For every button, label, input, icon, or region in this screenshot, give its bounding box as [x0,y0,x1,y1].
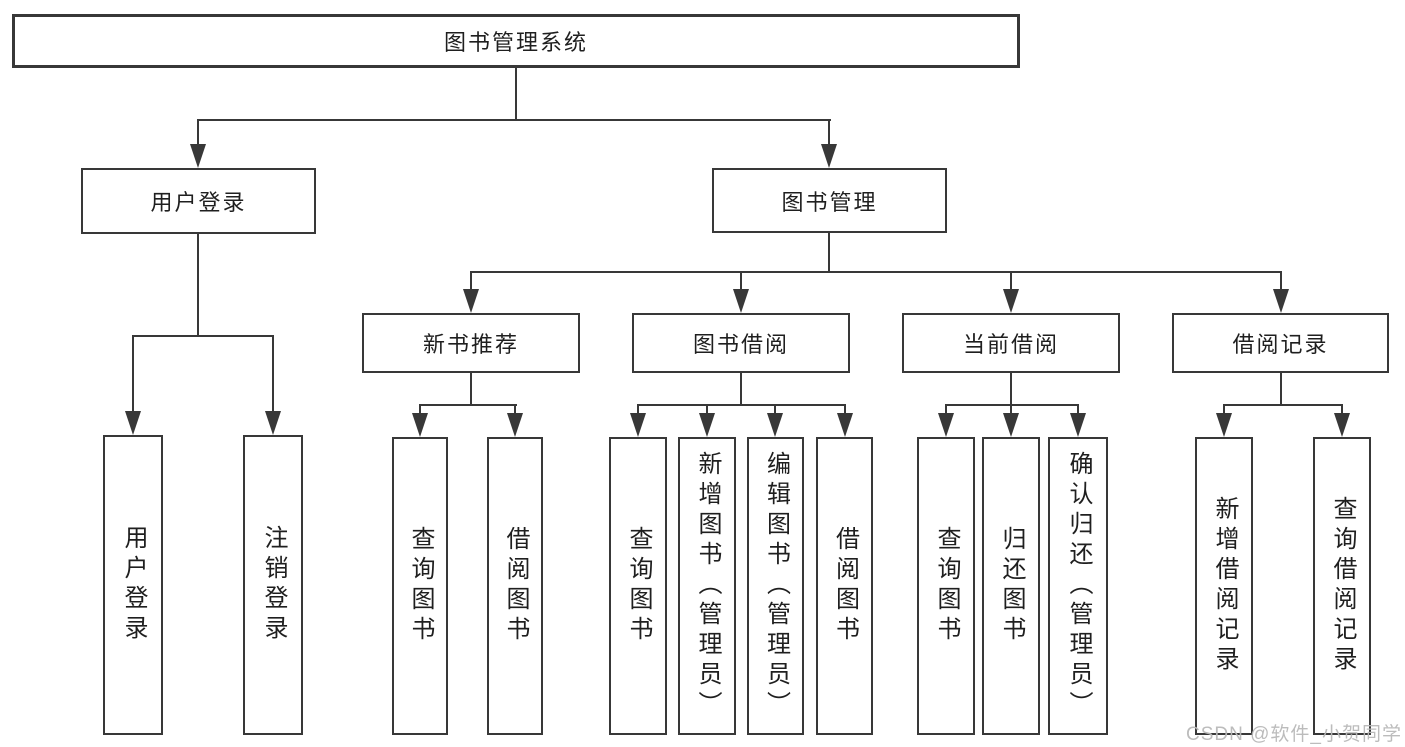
edge-user-group-hline [132,335,274,337]
edge-newbook-group-hline [419,404,517,406]
edge-currentborrow-group-hline [945,404,1079,406]
arrow-down-icon [265,411,281,435]
leaf-user-login-label: 用户登录 [120,525,147,645]
leaf-borrow-query-label: 查询图书 [625,526,652,646]
arrow-down-icon [630,413,646,437]
leaf-logout: 注销登录 [243,435,303,735]
leaf-confirm-return: 确认归还（管理员） [1048,437,1108,735]
edge-stub [945,404,947,416]
node-new-book-recommend: 新书推荐 [362,313,580,373]
leaf-borrow-book-label: 借阅图书 [831,526,859,646]
leaf-current-query: 查询图书 [917,437,975,735]
edge-bookborrow-stem [740,373,742,406]
edge-user-login-stub [197,119,199,147]
edge-bookborrow-stub [740,271,742,291]
node-new-book-recommend-label: 新书推荐 [422,332,519,357]
leaf-borrow-edit-book: 编辑图书（管理员） [747,437,804,735]
edge-records-stub [1280,271,1282,291]
arrow-down-icon [821,144,837,168]
edge-stub [1223,404,1225,416]
arrow-down-icon [1070,413,1086,437]
edge-stub [514,404,516,416]
node-book-management-label: 图书管理 [781,189,878,215]
edge-stub [1077,404,1079,416]
leaf-return-book: 归还图书 [982,437,1040,735]
leaf-borrow-query: 查询图书 [609,437,667,735]
arrow-down-icon [837,413,853,437]
node-current-borrow: 当前借阅 [902,313,1120,373]
arrow-down-icon [125,411,141,435]
leaf-logout-label: 注销登录 [260,525,287,645]
leaf-user-login: 用户登录 [103,435,163,735]
edge-stub [706,404,708,416]
edge-level2-hline [197,119,831,121]
leaf-newbook-borrow: 借阅图书 [487,437,543,735]
arrow-down-icon [1003,413,1019,437]
leaf-query-borrow-record-label: 查询借阅记录 [1329,496,1356,676]
node-book-management: 图书管理 [712,168,947,233]
arrow-down-icon [1216,413,1232,437]
edge-newbook-stub [470,271,472,291]
leaf-newbook-query-label: 查询图书 [407,526,434,646]
arrow-down-icon [699,413,715,437]
edge-stub [1341,404,1343,416]
leaf-current-query-label: 查询图书 [933,526,960,646]
arrow-down-icon [938,413,954,437]
leaf-return-book-label: 归还图书 [998,526,1025,646]
node-borrow-records: 借阅记录 [1172,313,1389,373]
leaf-add-borrow-record: 新增借阅记录 [1195,437,1253,735]
edge-user-login-stem [197,234,199,336]
node-root: 图书管理系统 [12,14,1020,68]
edge-book-mgmt-stub [828,119,830,147]
edge-currentborrow-stub [1010,271,1012,291]
arrow-down-icon [1334,413,1350,437]
arrow-down-icon [1273,289,1289,313]
node-root-label: 图书管理系统 [443,30,588,55]
node-book-borrow: 图书借阅 [632,313,850,373]
arrow-down-icon [190,144,206,168]
arrow-down-icon [507,413,523,437]
leaf-borrow-edit-book-label: 编辑图书（管理员） [762,451,790,721]
arrow-down-icon [767,413,783,437]
edge-stub [774,404,776,416]
leaf-add-borrow-record-label: 新增借阅记录 [1211,496,1238,676]
leaf-newbook-query: 查询图书 [392,437,448,735]
edge-user-child2-stub [272,335,274,413]
node-borrow-records-label: 借阅记录 [1232,332,1329,357]
leaf-borrow-add-book: 新增图书（管理员） [678,437,736,735]
edge-stub [637,404,639,416]
leaf-borrow-add-book-label: 新增图书（管理员） [694,451,721,721]
leaf-borrow-book: 借阅图书 [816,437,873,735]
edge-level3-hline [470,271,1282,273]
leaf-newbook-borrow-label: 借阅图书 [502,526,529,646]
edge-currentborrow-stem [1010,373,1012,406]
arrow-down-icon [1003,289,1019,313]
edge-stub [844,404,846,416]
arrow-down-icon [733,289,749,313]
arrow-down-icon [463,289,479,313]
arrow-down-icon [412,413,428,437]
leaf-confirm-return-label: 确认归还（管理员） [1065,451,1092,721]
edge-bookborrow-group-hline [637,404,846,406]
edge-book-mgmt-stem [828,233,830,273]
edge-user-child1-stub [132,335,134,413]
watermark: CSDN @软件_小贺同学 [1186,724,1402,745]
edge-records-group-hline [1223,404,1343,406]
edge-stub [419,404,421,416]
node-current-borrow-label: 当前借阅 [962,332,1059,357]
leaf-query-borrow-record: 查询借阅记录 [1313,437,1371,735]
edge-records-stem [1280,373,1282,406]
edge-newbook-stem [470,373,472,406]
node-user-login-label: 用户登录 [150,190,247,215]
node-user-login: 用户登录 [81,168,316,234]
edge-root-stem [515,68,517,121]
node-book-borrow-label: 图书借阅 [692,332,789,357]
edge-stub [1010,404,1012,416]
